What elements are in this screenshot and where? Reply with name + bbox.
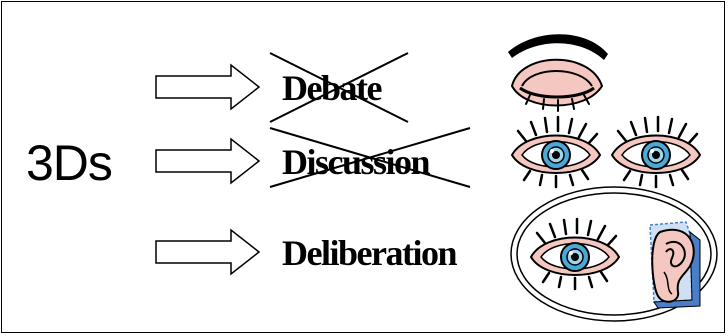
arrow-discussion <box>155 138 260 184</box>
slide-title: 3Ds <box>26 135 113 191</box>
item-deliberation: Deliberation <box>282 233 457 273</box>
debate-cross-mark <box>269 52 409 123</box>
item-discussion: Discussion <box>282 142 431 182</box>
open-eye-icon <box>610 115 702 189</box>
arrow-deliberation <box>155 229 260 275</box>
discussion-cross-mark <box>269 127 471 188</box>
closed-eye-icon <box>508 34 608 112</box>
arrow-debate <box>155 64 260 110</box>
open-eye-icon <box>510 115 602 189</box>
item-debate: Debate <box>282 68 382 108</box>
deliberation-ellipse-inner <box>516 192 712 316</box>
ear-icon <box>649 221 701 309</box>
